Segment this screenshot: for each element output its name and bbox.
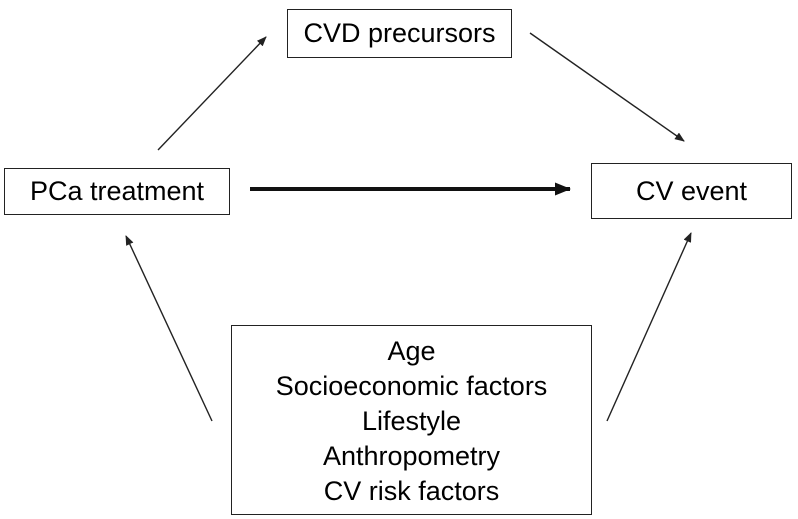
node-label-cv-event: CV event (635, 175, 748, 206)
confounder-anthropometry: Anthropometry (322, 440, 501, 471)
confounder-lifestyle: Lifestyle (361, 405, 462, 436)
confounder-cv-risk-factors: CV risk factors (323, 475, 500, 506)
node-cv-event: CV event (591, 163, 792, 219)
node-confounders: Age Socioeconomic factors Lifestyle Anth… (231, 325, 592, 515)
arrow-pca-to-cvd-precursors (157, 36, 267, 151)
confounder-socioeconomic-factors: Socioeconomic factors (275, 370, 548, 401)
node-pca-treatment: PCa treatment (4, 168, 230, 215)
arrow-cvd-precursors-to-cv-event (529, 32, 685, 142)
arrow-confounders-to-pca (125, 235, 213, 422)
node-cvd-precursors: CVD precursors (287, 9, 512, 58)
node-label-cvd-precursors: CVD precursors (303, 18, 496, 48)
confounder-age: Age (387, 335, 436, 366)
arrow-confounders-to-cv-event (606, 232, 692, 422)
node-label-pca-treatment: PCa treatment (29, 176, 205, 206)
